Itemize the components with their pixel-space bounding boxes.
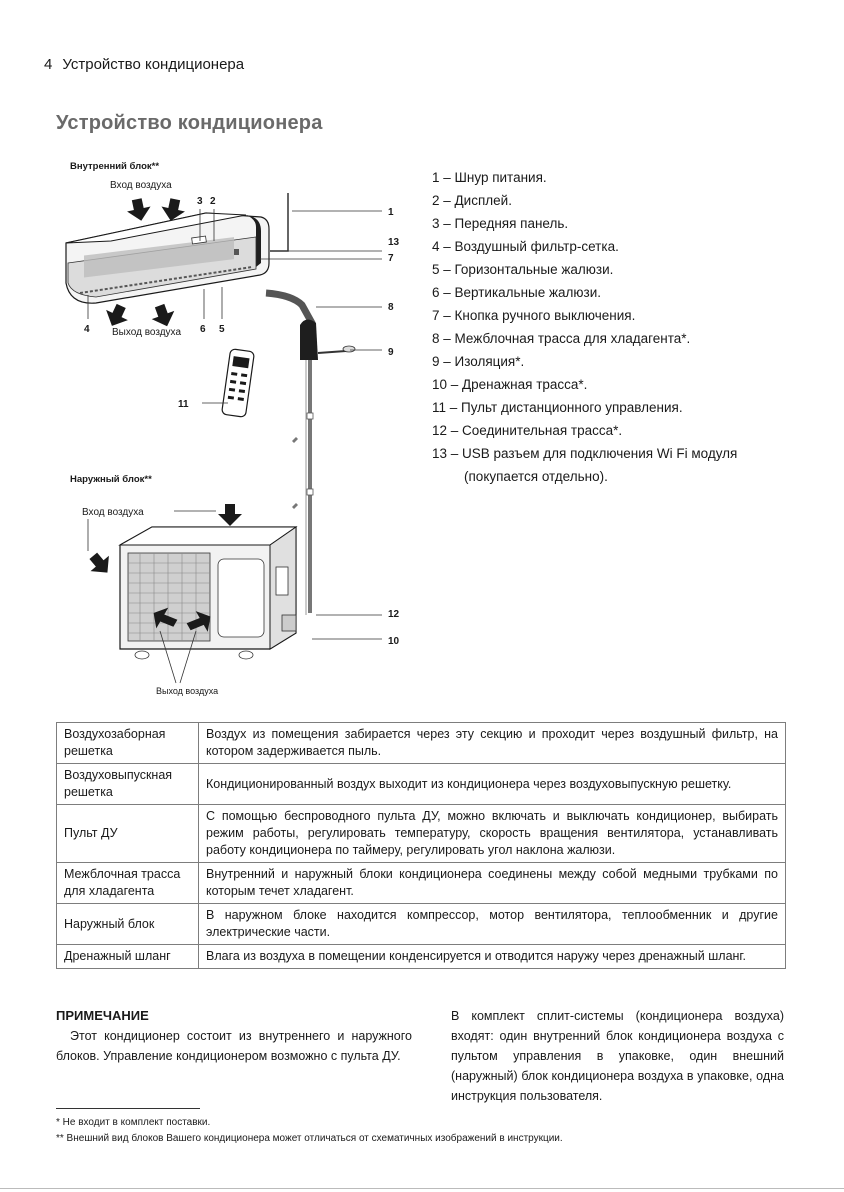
table-row: Наружный блок В наружном блоке находится… (56, 903, 786, 945)
legend-item: 3 – Передняя панель. (432, 216, 569, 231)
page-title: Устройство кондиционера (56, 112, 323, 134)
callout-13: 13 (388, 237, 400, 248)
table-term: Воздуховыпускная решетка (56, 763, 199, 805)
table-term: Дренажный шланг (56, 944, 199, 969)
callout-2: 2 (210, 196, 216, 207)
callout-10: 10 (388, 636, 400, 647)
callout-8: 8 (388, 302, 394, 313)
outdoor-unit-title: Наружный блок** (70, 474, 152, 485)
table-row: Дренажный шланг Влага из воздуха в помещ… (56, 944, 786, 969)
legend-item: 6 – Вертикальные жалюзи. (432, 285, 602, 300)
table-description: Кондиционированный воздух выходит из кон… (198, 763, 786, 805)
table-row: Воздуховыпускная решетка Кондиционирован… (56, 763, 786, 805)
footnote-divider (56, 1108, 200, 1109)
legend-item: 9 – Изоляция*. (432, 354, 525, 369)
table-description: Внутренний и наружный блоки кондиционера… (198, 862, 786, 904)
wall-clips (292, 412, 314, 509)
table-row: Воздухозаборная решетка Воздух из помеще… (56, 722, 786, 764)
legend-item: 7 – Кнопка ручного выключения. (432, 308, 636, 323)
table-term: Пульт ДУ (56, 804, 199, 863)
footnote: ** Внешний вид блоков Вашего кондиционер… (56, 1133, 563, 1144)
power-cord (270, 193, 289, 252)
indoor-air-out-label: Выход воздуха (112, 327, 181, 338)
air-conditioner-diagram: Внутренний блок** Вход воздуха Выход воз… (65, 161, 400, 696)
indoor-air-in-label: Вход воздуха (110, 180, 172, 191)
legend-item: 4 – Воздушный фильтр-сетка. (432, 239, 619, 254)
footnote: * Не входит в комплект поставки. (56, 1117, 211, 1128)
callout-7: 7 (388, 253, 394, 264)
legend-item: 11 – Пульт дистанционного управления. (432, 400, 683, 415)
note-title: ПРИМЕЧАНИЕ (56, 1008, 149, 1023)
legend-item: 12 – Соединительная трасса*. (432, 423, 623, 438)
page-bottom-line (0, 1188, 844, 1189)
legend-item-continuation: (покупается отдельно). (464, 469, 608, 484)
legend-item: 8 – Межблочная трасса для хладагента*. (432, 331, 691, 346)
legend-item: 10 – Дренажная трасса*. (432, 377, 588, 392)
callout-12: 12 (388, 609, 400, 620)
header-text: Устройство кондиционера (62, 56, 245, 73)
note-text: Этот кондиционер состоит из внутреннего … (56, 1029, 412, 1063)
callout-11: 11 (178, 399, 189, 410)
callout-5: 5 (219, 324, 225, 335)
parts-legend: 1 – Шнур питания. 2 – Дисплей. 3 – Перед… (432, 166, 822, 488)
callout-4: 4 (84, 324, 90, 335)
table-description: Влага из воздуха в помещении конденсируе… (198, 944, 786, 969)
table-term: Воздухозаборная решетка (56, 722, 199, 764)
callout-3: 3 (197, 196, 203, 207)
legend-item: 13 – USB разъем для подключения Wi Fi мо… (432, 446, 738, 461)
remote-control (221, 348, 255, 418)
legend-item: 1 – Шнур питания. (432, 170, 547, 185)
page-number: 4 (44, 56, 53, 73)
outdoor-air-in-arrows (89, 504, 242, 573)
table-description: Воздух из помещения забирается через эту… (198, 722, 786, 764)
table-row: Пульт ДУ С помощью беспроводного пульта … (56, 804, 786, 863)
indoor-unit (65, 212, 270, 304)
outdoor-air-out-arrows (153, 607, 211, 632)
indoor-unit-title: Внутренний блок** (70, 161, 159, 172)
table-row: Межблочная трасса для хладагента Внутрен… (56, 862, 786, 904)
outdoor-air-out-label: Выход воздуха (156, 686, 218, 696)
table-description: В наружном блоке находится компрессор, м… (198, 903, 786, 945)
legend-item: 5 – Горизонтальные жалюзи. (432, 262, 614, 277)
table-term: Наружный блок (56, 903, 199, 945)
parts-description-table: Воздухозаборная решетка Воздух из помеще… (56, 722, 786, 969)
refrigerant-line (265, 289, 356, 615)
outdoor-air-in-label: Вход воздуха (82, 507, 144, 518)
callout-9: 9 (388, 347, 394, 358)
indoor-air-out-arrows (106, 303, 175, 327)
table-term: Межблочная трасса для хладагента (56, 862, 199, 904)
table-description: С помощью беспроводного пульта ДУ, можно… (198, 804, 786, 863)
outdoor-unit (118, 526, 298, 660)
indoor-air-in-arrows (127, 198, 185, 221)
page-header: 4 Устройство кондиционера (44, 56, 244, 73)
callout-6: 6 (200, 324, 206, 335)
legend-item: 2 – Дисплей. (432, 193, 512, 208)
kit-contents-text: В комплект сплит-системы (кондиционера в… (451, 1009, 784, 1103)
callout-1: 1 (388, 207, 394, 218)
